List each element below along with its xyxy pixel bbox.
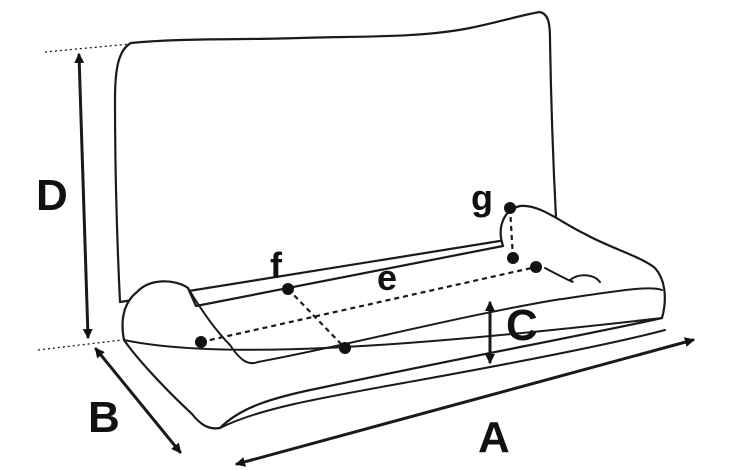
point-g-top [504,202,516,214]
measure-line-e [200,265,537,344]
d-bottom-extension-line [37,339,123,351]
label-b: B [88,393,120,442]
d-top-extension-line [44,43,131,53]
label-a: A [478,413,510,462]
point-e-start [195,336,207,348]
backrest-cushion [113,10,558,304]
point-e-end [530,261,542,273]
label-c: C [506,301,538,350]
measure-line-f [287,288,346,349]
point-f-end [339,342,351,354]
point-f-start [282,283,294,295]
label-f: f [270,245,283,286]
dimension-arrow-d [74,53,93,339]
dimension-arrow-b [94,347,182,454]
point-g-bottom [507,252,519,264]
label-e: e [377,257,397,298]
dimension-arrow-a [235,337,695,467]
label-g: g [471,177,493,218]
seat-side-bolster-line [544,267,601,283]
label-d: D [36,171,68,220]
